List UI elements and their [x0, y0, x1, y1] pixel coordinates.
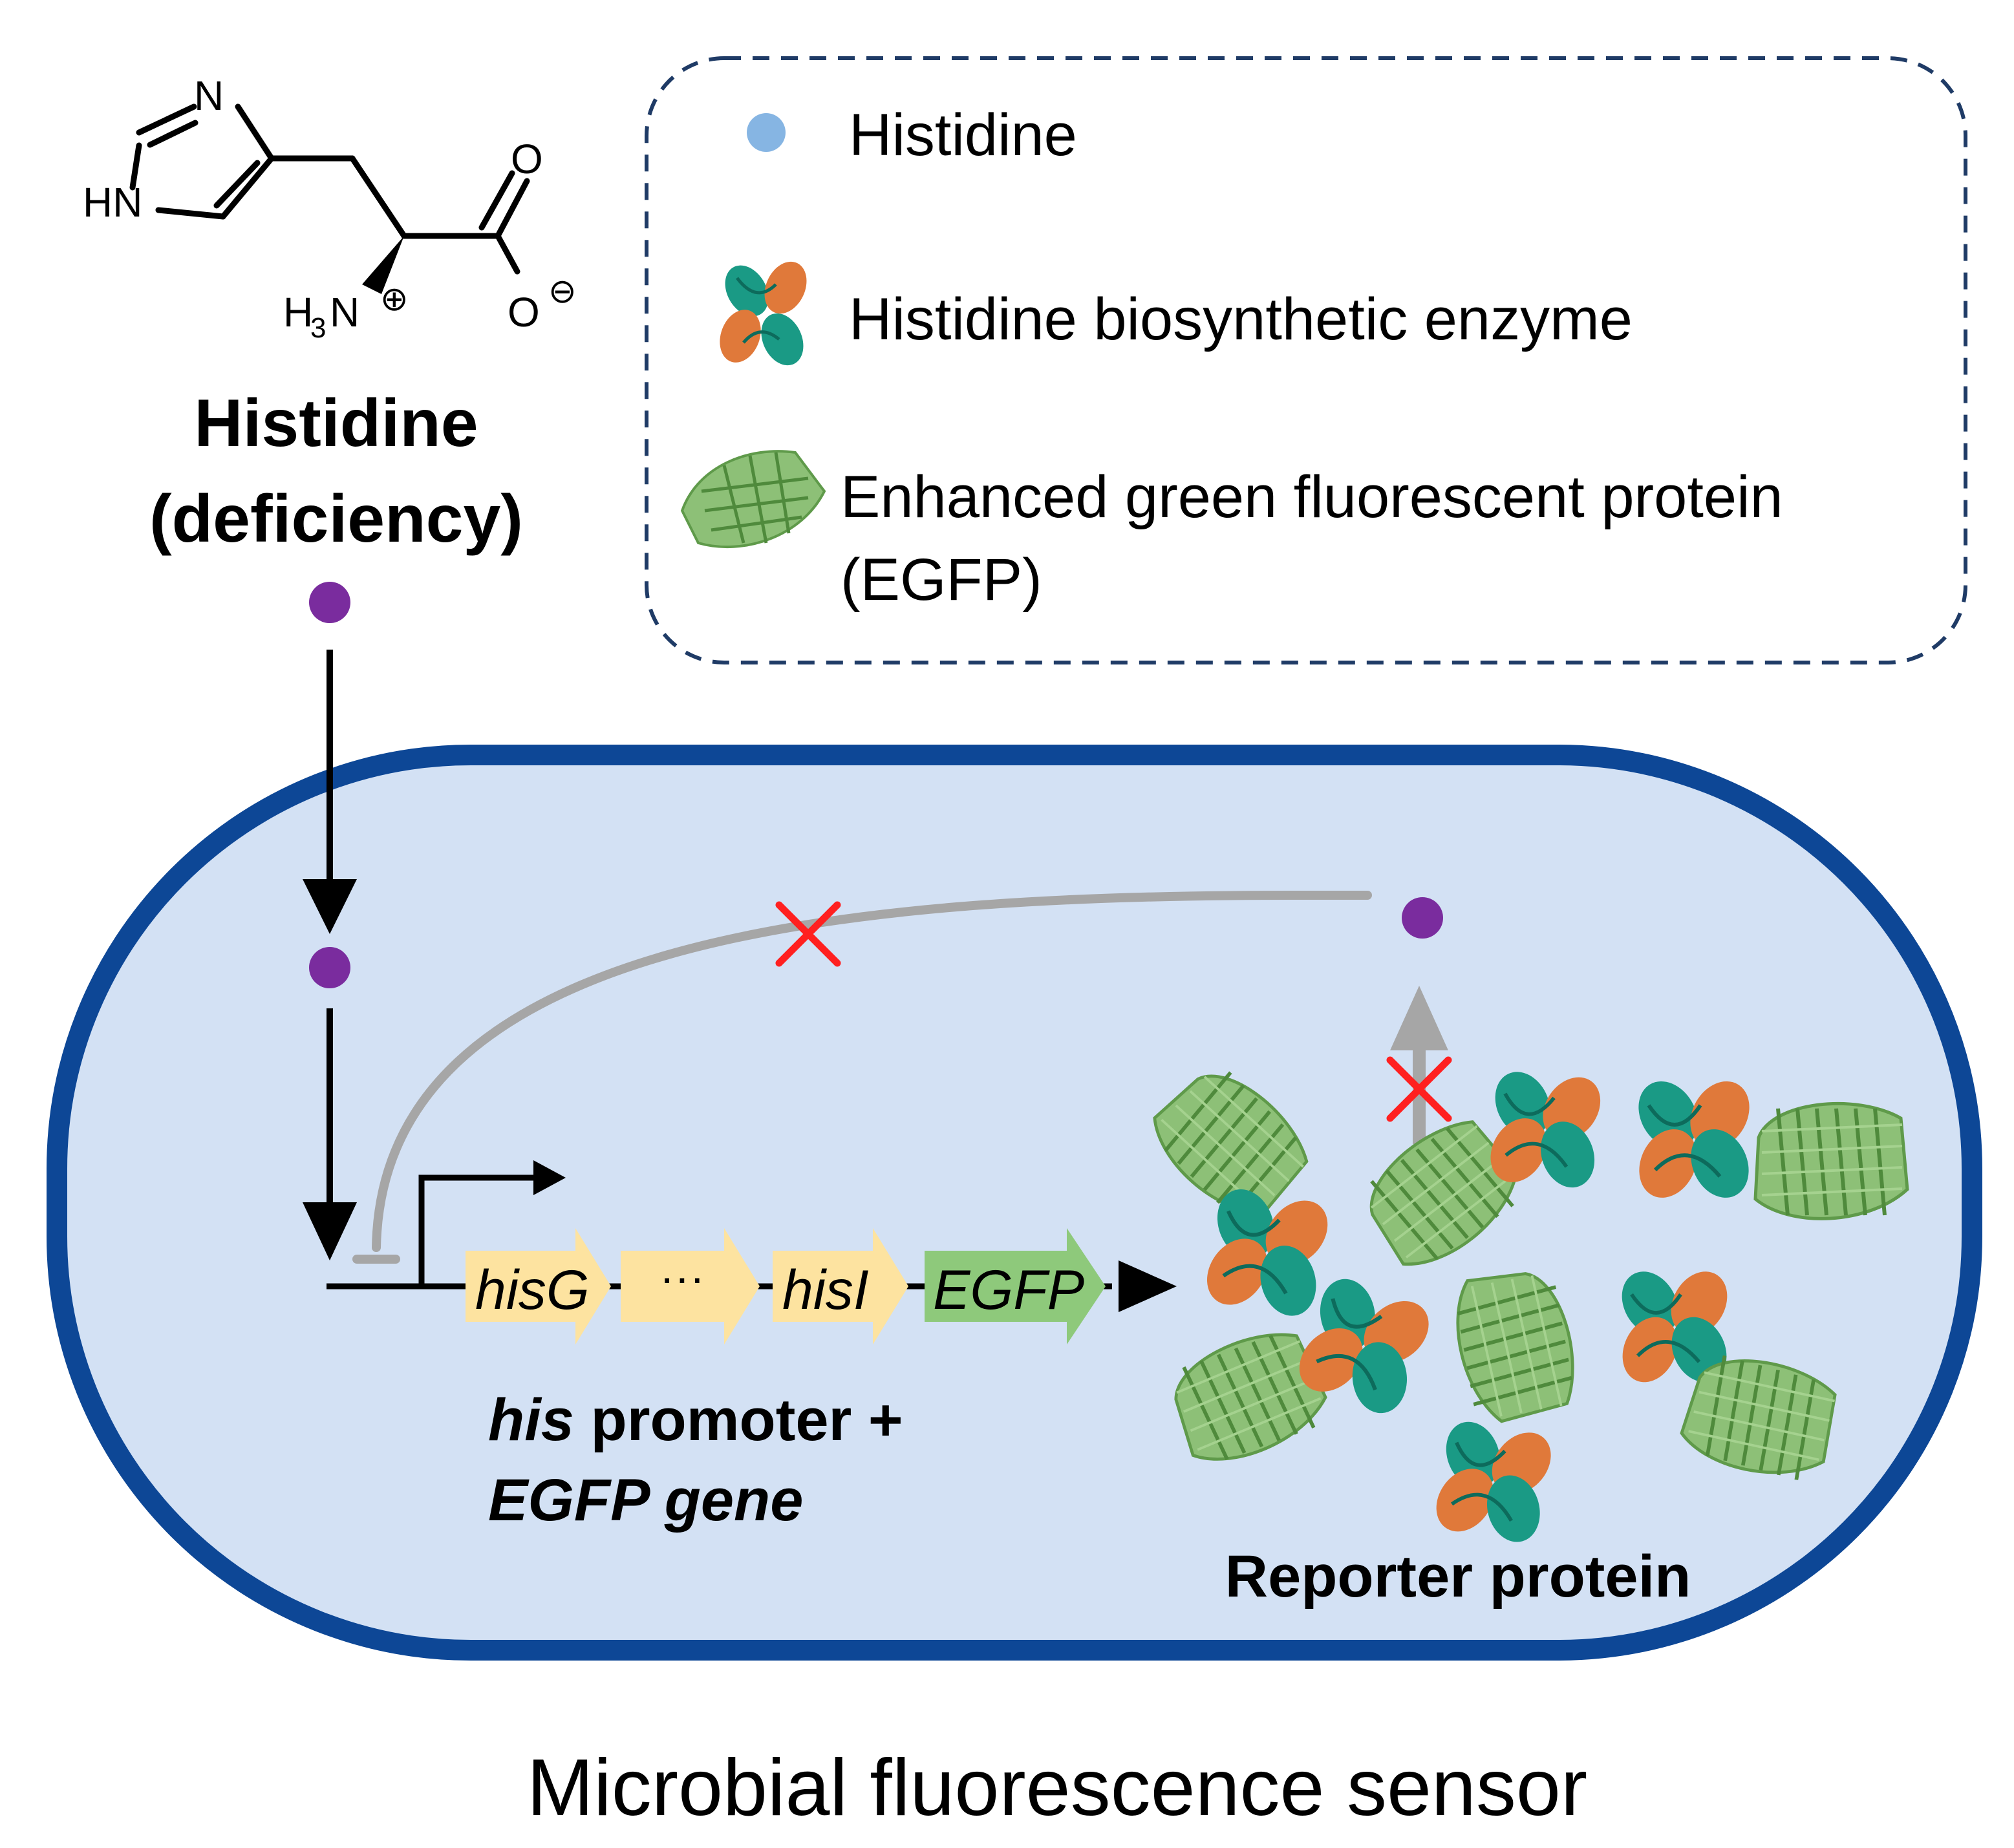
legend-label-enzyme: Histidine biosynthetic enzyme: [849, 286, 1633, 352]
feedback-inhibition-line: [372, 891, 1372, 1252]
enzyme-protein-icon: [1622, 1271, 1728, 1383]
enzyme-protein-icon: [1490, 1072, 1601, 1188]
reporter-label: Reporter protein: [1225, 1544, 1691, 1609]
egfp-protein-icon: [1753, 1102, 1909, 1220]
svg-text:⊕: ⊕: [380, 281, 409, 318]
molecule-name: Histidine: [194, 386, 478, 461]
enzyme-protein-icon: [1206, 1189, 1328, 1316]
gene-hisG: hisG: [466, 1228, 611, 1344]
legend-egfp-icon: [680, 450, 826, 549]
molecule-note: (deficiency): [149, 482, 523, 557]
svg-text:···: ···: [659, 1252, 705, 1302]
svg-text:⊖: ⊖: [548, 273, 577, 310]
promoter-arrow-head: [533, 1160, 566, 1195]
wedge-bond: [362, 236, 404, 294]
svg-text:hisG: hisG: [475, 1259, 590, 1321]
production-arrow-head: [1390, 986, 1448, 1050]
enzyme-protein-icon: [1299, 1279, 1429, 1414]
svg-text:HN: HN: [83, 179, 142, 226]
svg-text:H: H: [283, 289, 313, 335]
gene-EGFP: EGFP: [925, 1228, 1106, 1344]
svg-text:3: 3: [310, 312, 326, 344]
egfp-protein-icon: [1456, 1272, 1574, 1423]
promoter-arrow: [418, 1174, 537, 1286]
bacterial-cell: [47, 745, 1982, 1661]
svg-text:O: O: [508, 289, 540, 335]
histidine-dot-produced: [1402, 897, 1443, 939]
svg-text:N: N: [194, 72, 224, 119]
legend-label-egfp-abbr: (EGFP): [841, 547, 1042, 613]
gene-ellipsis: ···: [621, 1228, 760, 1344]
egfp-protein-icon: [1174, 1333, 1327, 1461]
legend-label-egfp: Enhanced green fluorescent protein: [841, 464, 1783, 530]
blocked-production-mark-icon: [1386, 1056, 1452, 1122]
operon-caption-line-2: EGFP gene: [488, 1467, 803, 1533]
svg-text:EGFP: EGFP: [933, 1259, 1084, 1321]
enzyme-protein-icon: [1638, 1081, 1750, 1198]
uptake-arrow-head: [303, 879, 357, 934]
legend-label-histidine: Histidine: [849, 102, 1077, 168]
svg-text:O: O: [511, 136, 543, 182]
egfp-protein-icon: [1680, 1355, 1837, 1480]
histidine-structure: [129, 103, 530, 275]
repression-arrow-head: [303, 1202, 357, 1260]
blocked-feedback-mark-icon: [775, 901, 841, 967]
figure-caption: Microbial fluorescence sensor: [527, 1743, 1587, 1832]
enzyme-protein-icon: [1436, 1421, 1551, 1542]
atom-labels: N HN O H 3 N O ⊕ ⊖: [83, 72, 577, 344]
svg-text:hisI: hisI: [782, 1259, 869, 1321]
expression-arrow-head: [1119, 1260, 1177, 1312]
histidine-dot-outside: [309, 582, 350, 623]
egfp-protein-icon: [1153, 1071, 1309, 1217]
operon-caption-line-1: his promoter +: [488, 1387, 903, 1453]
reporter-protein-cluster: [1153, 1071, 1909, 1542]
legend-box: [645, 56, 1967, 664]
legend-enzyme-icon: [720, 261, 807, 366]
histidine-dot-inside: [309, 947, 350, 988]
svg-text:N: N: [330, 289, 359, 335]
gene-hisI: hisI: [773, 1228, 908, 1344]
legend-histidine-dot-icon: [747, 113, 786, 152]
